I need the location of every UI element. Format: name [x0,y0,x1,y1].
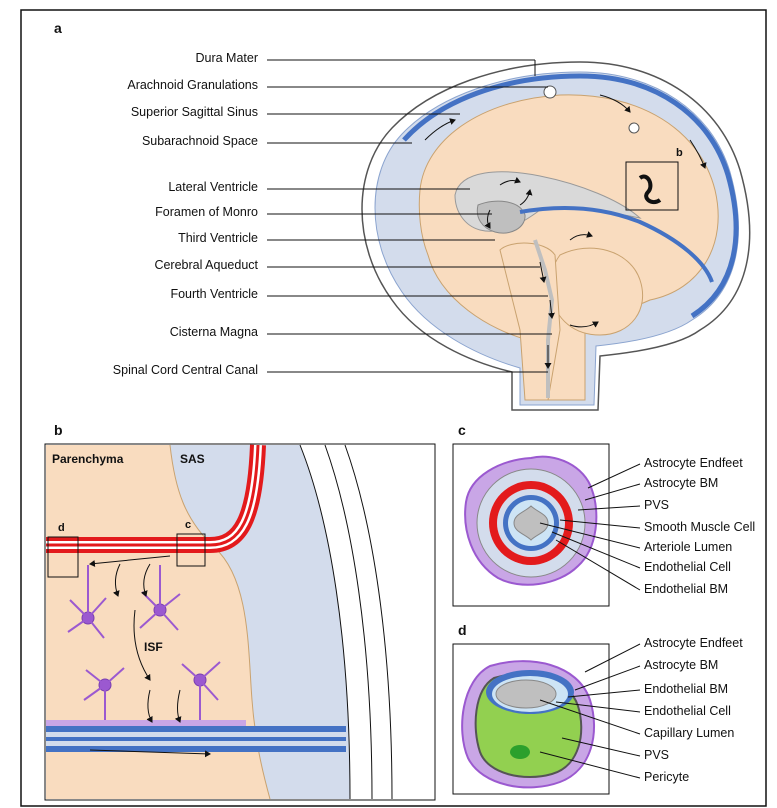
label-c-pvs: PVS [644,498,669,512]
label-d-astrocyte-bm: Astrocyte BM [644,658,718,672]
region-box-d-label: d [58,522,65,534]
label-fourth-ventricle: Fourth Ventricle [170,287,258,301]
label-superior-sagittal-sinus: Superior Sagittal Sinus [131,105,258,119]
label-d-endothelial-cell: Endothelial Cell [644,704,731,718]
panel-label-d: d [458,622,467,638]
label-c-astrocyte-endfeet: Astrocyte Endfeet [644,456,743,470]
label-parenchyma: Parenchyma [52,452,123,466]
label-d-capillary-lumen: Capillary Lumen [644,726,734,740]
label-c-endothelial-cell: Endothelial Cell [644,560,731,574]
label-c-smooth-muscle-cell: Smooth Muscle Cell [644,520,772,534]
panel-c-diagram [453,444,609,606]
label-sas: SAS [180,452,205,466]
label-third-ventricle: Third Ventricle [178,231,258,245]
panel-label-a: a [54,20,62,36]
panel-d-diagram [453,644,609,794]
arachnoid-granulation-1 [544,86,556,98]
panel-label-c: c [458,422,466,438]
panel-label-b: b [54,422,63,438]
label-spinal-cord-central-canal: Spinal Cord Central Canal [113,363,258,377]
label-cisterna-magna: Cisterna Magna [170,325,258,339]
label-d-pericyte: Pericyte [644,770,689,784]
label-lateral-ventricle: Lateral Ventricle [168,180,258,194]
label-c-arteriole-lumen: Arteriole Lumen [644,540,732,554]
label-c-astrocyte-bm: Astrocyte BM [644,476,718,490]
label-d-pvs: PVS [644,748,669,762]
label-cerebral-aqueduct: Cerebral Aqueduct [154,258,258,272]
panel-b-diagram [45,444,435,800]
label-foramen-of-monro: Foramen of Monro [155,205,258,219]
label-isf: ISF [144,640,163,654]
region-box-b-label: b [676,147,683,159]
arachnoid-granulation-2 [629,123,639,133]
label-arachnoid-granulations: Arachnoid Granulations [127,78,258,92]
label-dura-mater: Dura Mater [195,51,258,65]
label-d-endothelial-bm: Endothelial BM [644,682,728,696]
region-box-c-label: c [185,519,191,531]
label-c-endothelial-bm: Endothelial BM [644,582,728,596]
label-subarachnoid-space: Subarachnoid Space [142,134,258,148]
label-d-astrocyte-endfeet: Astrocyte Endfeet [644,636,743,650]
